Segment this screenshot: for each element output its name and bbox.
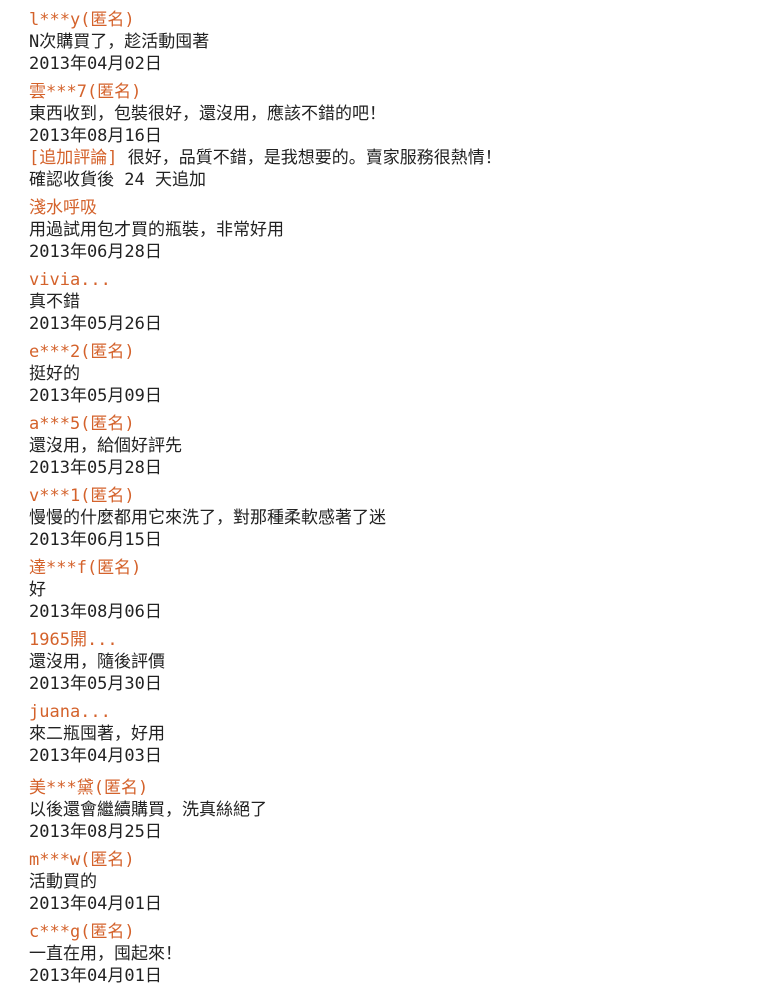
reviewer-name[interactable]: 雲***7(匿名)	[29, 82, 142, 102]
review-item: e***2(匿名) 挺好的 2013年05月09日	[29, 341, 780, 407]
reviewer-name[interactable]: vivia...	[29, 270, 111, 290]
followup-comment: 很好，品質不錯，是我想要的。賣家服務很熱情！	[127, 148, 502, 168]
review-comment: 東西收到，包裝很好，還沒用，應該不錯的吧！	[29, 104, 386, 124]
review-item: c***g(匿名) 一直在用，囤起來！ 2013年04月01日	[29, 921, 780, 987]
review-date: 2013年04月01日	[29, 894, 162, 914]
review-item: 淺水呼吸 用過試用包才買的瓶裝，非常好用 2013年06月28日	[29, 197, 780, 263]
reviewer-name[interactable]: juana...	[29, 702, 111, 722]
review-item: a***5(匿名) 還沒用，給個好評先 2013年05月28日	[29, 413, 780, 479]
review-item: 達***f(匿名) 好 2013年08月06日	[29, 557, 780, 623]
reviewer-name[interactable]: v***1(匿名)	[29, 486, 135, 506]
review-date: 2013年05月09日	[29, 386, 162, 406]
review-comment: 活動買的	[29, 872, 97, 892]
review-item: 1965開... 還沒用，隨後評價 2013年05月30日	[29, 629, 780, 695]
review-date: 2013年05月30日	[29, 674, 162, 694]
review-date: 2013年06月28日	[29, 242, 162, 262]
review-item: l***y(匿名) N次購買了，趁活動囤著 2013年04月02日	[29, 9, 780, 75]
review-date: 2013年08月06日	[29, 602, 162, 622]
reviewer-name[interactable]: m***w(匿名)	[29, 850, 135, 870]
review-item: 雲***7(匿名) 東西收到，包裝很好，還沒用，應該不錯的吧！ 2013年08月…	[29, 81, 780, 191]
review-comment: 一直在用，囤起來！	[29, 944, 182, 964]
review-date: 2013年06月15日	[29, 530, 162, 550]
review-comment: 來二瓶囤著，好用	[29, 724, 165, 744]
reviewer-name[interactable]: 1965開...	[29, 630, 118, 650]
review-date: 2013年04月02日	[29, 54, 162, 74]
review-item: juana... 來二瓶囤著，好用 2013年04月03日	[29, 701, 780, 767]
reviewer-name[interactable]: 達***f(匿名)	[29, 558, 142, 578]
review-comment: N次購買了，趁活動囤著	[29, 32, 210, 52]
review-item: vivia... 真不錯 2013年05月26日	[29, 269, 780, 335]
review-comment: 用過試用包才買的瓶裝，非常好用	[29, 220, 284, 240]
review-date: 2013年04月03日	[29, 746, 162, 766]
reviewer-name[interactable]: c***g(匿名)	[29, 922, 135, 942]
review-comment: 好	[29, 580, 46, 600]
review-comment: 慢慢的什麼都用它來洗了，對那種柔軟感著了迷	[29, 508, 386, 528]
review-comment: 真不錯	[29, 292, 80, 312]
review-comment: 還沒用，隨後評價	[29, 652, 165, 672]
followup-note: 確認收貨後 24 天追加	[29, 170, 206, 190]
followup-tag: [追加評論]	[29, 148, 118, 168]
review-item: 美***黛(匿名) 以後還會繼續購買，洗真絲絕了 2013年08月25日	[29, 777, 780, 843]
review-comment: 還沒用，給個好評先	[29, 436, 182, 456]
review-date: 2013年08月25日	[29, 822, 162, 842]
followup-review: [追加評論] 很好，品質不錯，是我想要的。賣家服務很熱情！	[29, 147, 780, 169]
review-date: 2013年04月01日	[29, 966, 162, 986]
reviewer-name[interactable]: l***y(匿名)	[29, 10, 135, 30]
review-date: 2013年05月28日	[29, 458, 162, 478]
review-date: 2013年08月16日	[29, 126, 162, 146]
reviewer-name[interactable]: e***2(匿名)	[29, 342, 135, 362]
reviewer-name[interactable]: 美***黛(匿名)	[29, 778, 149, 798]
review-item: v***1(匿名) 慢慢的什麼都用它來洗了，對那種柔軟感著了迷 2013年06月…	[29, 485, 780, 551]
reviewer-name[interactable]: 淺水呼吸	[29, 198, 97, 218]
review-date: 2013年05月26日	[29, 314, 162, 334]
review-comment: 以後還會繼續購買，洗真絲絕了	[29, 800, 267, 820]
review-comment: 挺好的	[29, 364, 80, 384]
review-item: m***w(匿名) 活動買的 2013年04月01日	[29, 849, 780, 915]
reviewer-name[interactable]: a***5(匿名)	[29, 414, 135, 434]
